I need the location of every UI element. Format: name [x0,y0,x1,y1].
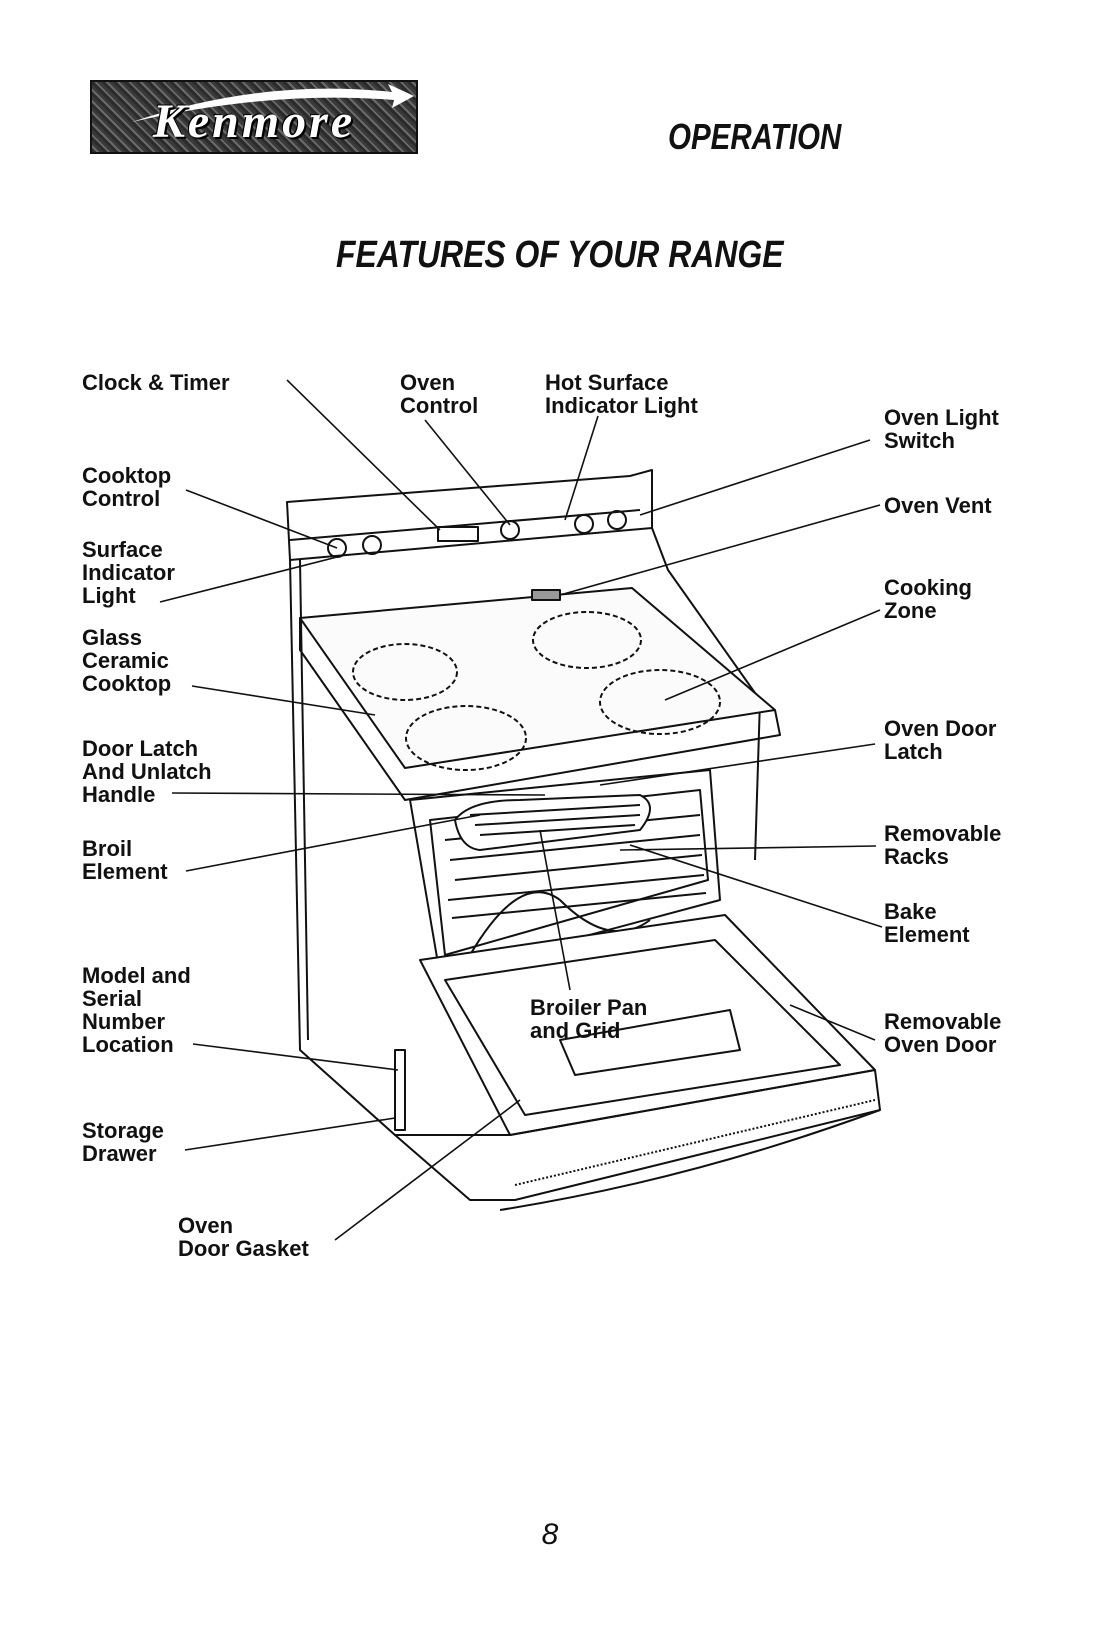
oven-cavity [409,769,721,976]
callout-broiler-pan-grid: Broiler Pan and Grid [530,995,648,1043]
callout-surface-indicator-light: Surface Indicator Light [82,537,175,608]
callout-oven-control: Oven Control [400,370,479,418]
leader-broiler-pan [539,829,571,991]
oven-vent-grille [531,589,561,601]
callout-removable-racks: Removable Racks [884,821,1002,869]
leader-clock-timer [286,379,441,531]
leader-bake-element [629,844,883,928]
callout-oven-door-gasket: Oven Door Gasket [178,1213,309,1261]
knob-4 [574,514,594,534]
leader-oven-vent [559,504,881,596]
callout-clock-timer: Clock & Timer [82,370,230,395]
leader-removable-racks [619,845,877,851]
broiler-pan [454,794,651,851]
logo-text: Kenmore [152,95,356,148]
callout-model-serial-location: Model and Serial Number Location [82,963,191,1057]
callout-door-latch-unlatch-handle: Door Latch And Unlatch Handle [82,736,212,807]
callout-glass-ceramic-cooktop: Glass Ceramic Cooktop [82,625,172,696]
callout-oven-vent: Oven Vent [884,493,992,518]
leader-oven-door-latch [599,743,876,786]
callout-removable-oven-door: Removable Oven Door [884,1009,1002,1057]
cooking-zone-left-front [405,705,527,771]
leader-door-latch-handle [171,792,546,796]
leader-oven-control [424,419,511,526]
callout-hot-surface-indicator-light: Hot Surface Indicator Light [545,370,698,418]
storage-drawer-front [394,1049,406,1131]
callout-oven-light-switch: Oven Light Switch [884,405,999,453]
cooking-zone-right-rear [532,611,642,669]
callout-oven-door-latch: Oven Door Latch [884,716,997,764]
leader-oven-light-switch [639,439,871,516]
leader-hot-surface [564,415,599,521]
section-title: OPERATION [668,116,842,157]
leader-removable-door [789,1004,876,1041]
callout-broil-element: Broil Element [82,836,168,884]
control-panel [286,469,653,561]
rack-lower [447,874,707,919]
callout-cooking-zone: Cooking Zone [884,575,972,623]
logo-swoosh-icon [132,84,414,122]
knob-2 [362,535,382,555]
leader-cooktop-control [185,489,338,549]
page-heading: FEATURES OF YOUR RANGE [336,234,784,276]
callout-storage-drawer: Storage Drawer [82,1118,164,1166]
leader-door-gasket [334,1099,521,1241]
clock-display [437,526,479,542]
knob-5 [607,510,627,530]
callout-bake-element: Bake Element [884,899,970,947]
cooking-zone-left-rear [352,643,458,701]
callout-cooktop-control: Cooktop Control [82,463,172,511]
knob-3 [500,520,520,540]
range-body [289,527,761,1136]
cooktop-surface [299,587,776,769]
cooking-zone-right-front [599,669,721,735]
leader-cooking-zone [664,609,881,701]
leader-model-serial [192,1043,399,1071]
leader-glass-cooktop [191,685,376,716]
leader-broil-element [185,814,481,872]
leader-surface-indicator [159,554,346,603]
leader-storage-drawer [184,1117,396,1151]
page-number: 8 [541,1518,559,1551]
kenmore-logo: Kenmore [90,80,418,154]
